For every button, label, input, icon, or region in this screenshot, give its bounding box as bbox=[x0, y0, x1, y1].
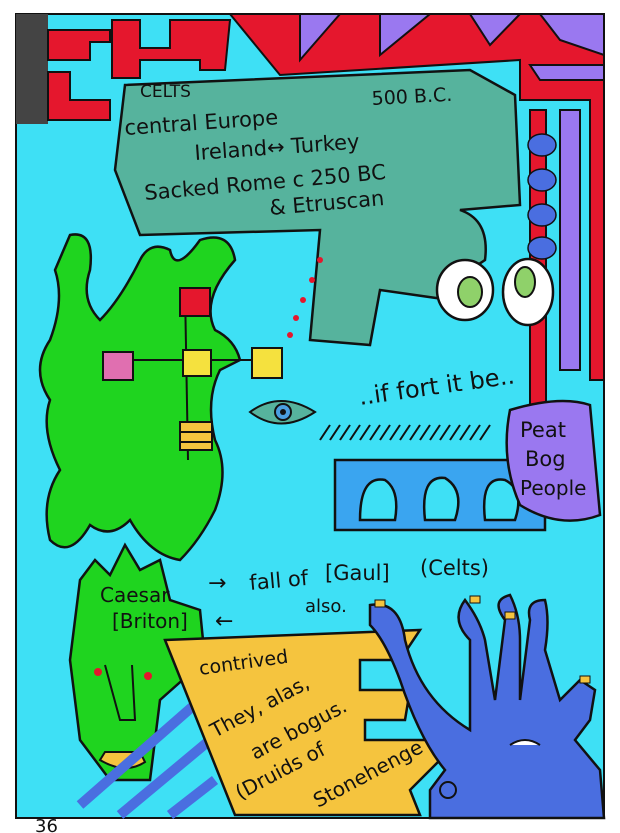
gaul-label: [Gaul] bbox=[325, 561, 390, 585]
blue-dots bbox=[527, 133, 557, 260]
yellow-paper bbox=[163, 628, 442, 817]
also-label: also. bbox=[305, 596, 347, 617]
fall-of-label: fall of bbox=[248, 566, 309, 595]
speech-box bbox=[113, 68, 522, 347]
flags-art bbox=[102, 287, 283, 461]
arrow-right: → bbox=[208, 571, 226, 596]
peat-bog-word: Bog bbox=[525, 447, 566, 471]
page-number: 36 bbox=[35, 816, 58, 833]
speech-line: 500 B.C. bbox=[371, 84, 453, 110]
yellow-tips bbox=[374, 595, 591, 684]
green-face-art bbox=[68, 542, 207, 782]
green-tree-art bbox=[38, 233, 242, 562]
peat-bog-blob bbox=[505, 399, 602, 522]
figure-face bbox=[439, 739, 541, 799]
blue-poles-art bbox=[76, 696, 219, 819]
caesar-label: Caesar bbox=[100, 583, 170, 607]
title-letters-art bbox=[16, 14, 232, 124]
hatching-art bbox=[319, 424, 491, 441]
eyes-art bbox=[435, 257, 555, 327]
peat-bog-word: People bbox=[520, 476, 586, 500]
briton-label: [Briton] bbox=[112, 609, 188, 633]
peat-bog-word: Peat bbox=[520, 418, 566, 442]
celts-label: (Celts) bbox=[420, 556, 489, 580]
red-dots bbox=[287, 257, 323, 338]
speech-heading: CELTS bbox=[140, 82, 191, 102]
eye-art bbox=[248, 400, 317, 425]
waves-art bbox=[333, 458, 547, 532]
blue-tree-figure-art bbox=[368, 593, 606, 820]
arrow-left: ← bbox=[215, 609, 233, 634]
